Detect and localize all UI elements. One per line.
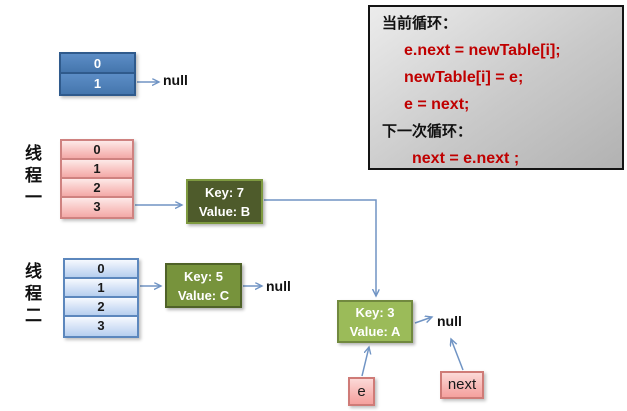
arrow-e-to-key3 bbox=[361, 347, 369, 377]
entry-key3-key: Key: 3 bbox=[355, 304, 395, 320]
code-line-4: next = e.next ; bbox=[412, 150, 520, 167]
code-title-next-loop: 下一次循环： bbox=[382, 123, 473, 140]
thread1-cell-3: 3 bbox=[62, 198, 132, 217]
thread1-cell-0: 0 bbox=[62, 141, 132, 160]
entry-key5-key: Key: 5 bbox=[183, 268, 224, 284]
code-title-current-loop: 当前循环： bbox=[382, 15, 458, 32]
entry-key7-value: Value: B bbox=[198, 203, 251, 219]
thread2-cell-3: 3 bbox=[65, 317, 137, 336]
thread2-label: 线程二 bbox=[22, 262, 41, 328]
thread2-table: 0 1 2 3 bbox=[63, 258, 139, 338]
entry-key5-value: Value: C bbox=[177, 287, 230, 303]
null-label-after-key5: null bbox=[266, 278, 291, 294]
arrow-key3-to-null bbox=[414, 317, 432, 324]
thread2-cell-1: 1 bbox=[65, 279, 137, 298]
code-line-2: newTable[i] = e; bbox=[404, 69, 524, 86]
thread1-label: 线程一 bbox=[22, 144, 41, 210]
null-label-after-key3: null bbox=[437, 313, 462, 329]
code-box: 当前循环： e.next = newTable[i]; newTable[i] … bbox=[368, 5, 624, 170]
new-table-cell-1: 1 bbox=[61, 74, 134, 94]
null-label-top: null bbox=[163, 72, 188, 88]
thread1-cell-2: 2 bbox=[62, 179, 132, 198]
entry-node-key5: Key: 5 Value: C bbox=[165, 263, 242, 308]
thread2-cell-0: 0 bbox=[65, 260, 137, 279]
code-line-3: e = next; bbox=[404, 96, 470, 113]
new-table-cell-0: 0 bbox=[61, 54, 134, 74]
thread1-cell-1: 1 bbox=[62, 160, 132, 179]
new-table: 0 1 bbox=[59, 52, 136, 96]
arrow-next-to-null bbox=[451, 339, 464, 371]
entry-node-key3: Key: 3 Value: A bbox=[337, 300, 413, 343]
entry-key3-value: Value: A bbox=[349, 323, 401, 339]
entry-key7-key: Key: 7 bbox=[204, 184, 245, 200]
pointer-next-box: next bbox=[440, 371, 484, 399]
entry-node-key7: Key: 7 Value: B bbox=[186, 179, 263, 224]
thread2-cell-2: 2 bbox=[65, 298, 137, 317]
pointer-e-box: e bbox=[348, 377, 375, 406]
thread1-table: 0 1 2 3 bbox=[60, 139, 134, 219]
code-line-1: e.next = newTable[i]; bbox=[404, 42, 561, 59]
